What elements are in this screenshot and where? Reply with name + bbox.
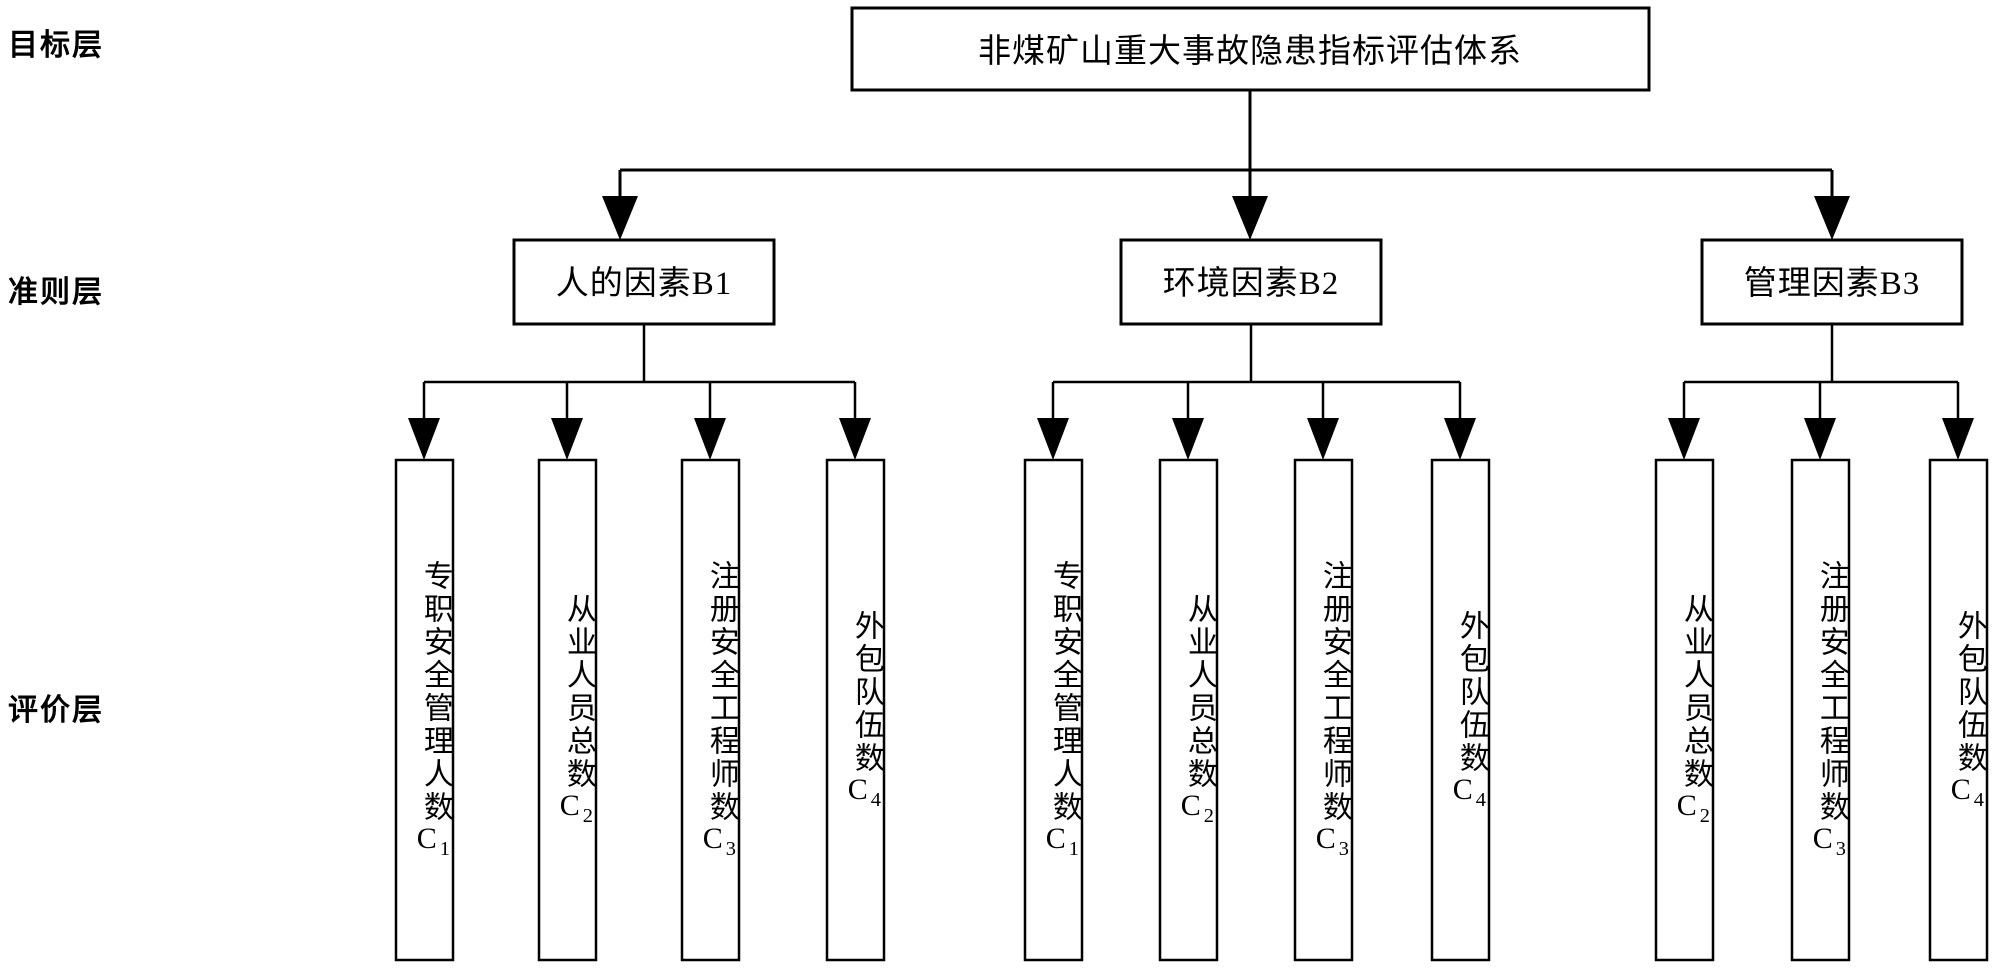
b3-arrowhead-3 (1942, 418, 1974, 460)
leaf-box-b1-4[interactable] (825, 458, 886, 962)
goal-box-label: 非煤矿山重大事故隐患指标评估体系 (978, 33, 1522, 70)
leaf-box-b3-1[interactable] (1654, 458, 1715, 962)
leaf-box-b2-2[interactable] (1158, 458, 1219, 962)
leaf-box-b1-3[interactable] (680, 458, 741, 962)
b2-arrowhead-2 (1172, 418, 1204, 460)
leaf-box-b2-3[interactable] (1293, 458, 1354, 962)
b2-arrowhead-4 (1444, 418, 1476, 460)
leaf-box-b3-3[interactable] (1928, 458, 1989, 962)
b2-arrowhead-3 (1307, 418, 1339, 460)
b2-arrowhead-1 (1037, 418, 1069, 460)
layer-label-goal: 目标层 (8, 29, 104, 62)
leaf-box-b2-4[interactable] (1430, 458, 1491, 962)
criteria-box-b1-label: 人的因素B1 (556, 265, 733, 302)
criteria-box-b2[interactable] (1119, 238, 1383, 326)
b1-arrowhead-2 (551, 418, 583, 460)
arrowhead-b3 (1814, 196, 1850, 240)
leaf-box-b2-1[interactable] (1023, 458, 1084, 962)
leaf-box-b1-1[interactable] (394, 458, 455, 962)
arrowhead-b2 (1232, 196, 1268, 240)
layer-label-evaluation: 评价层 (8, 694, 104, 727)
layer-label-criteria: 准则层 (8, 276, 104, 309)
arrowhead-b1 (602, 196, 638, 240)
b3-arrowhead-2 (1804, 418, 1836, 460)
b3-arrowhead-1 (1668, 418, 1700, 460)
leaf-box-b1-2[interactable] (537, 458, 598, 962)
leaf-box-b3-2[interactable] (1790, 458, 1851, 962)
goal-box[interactable] (850, 6, 1651, 92)
b1-arrowhead-1 (408, 418, 440, 460)
criteria-box-b3-label: 管理因素B3 (1744, 265, 1921, 302)
b1-arrowhead-3 (694, 418, 726, 460)
criteria-box-b2-label: 环境因素B2 (1163, 265, 1340, 302)
b1-arrowhead-4 (839, 418, 871, 460)
criteria-box-b3[interactable] (1700, 238, 1964, 326)
